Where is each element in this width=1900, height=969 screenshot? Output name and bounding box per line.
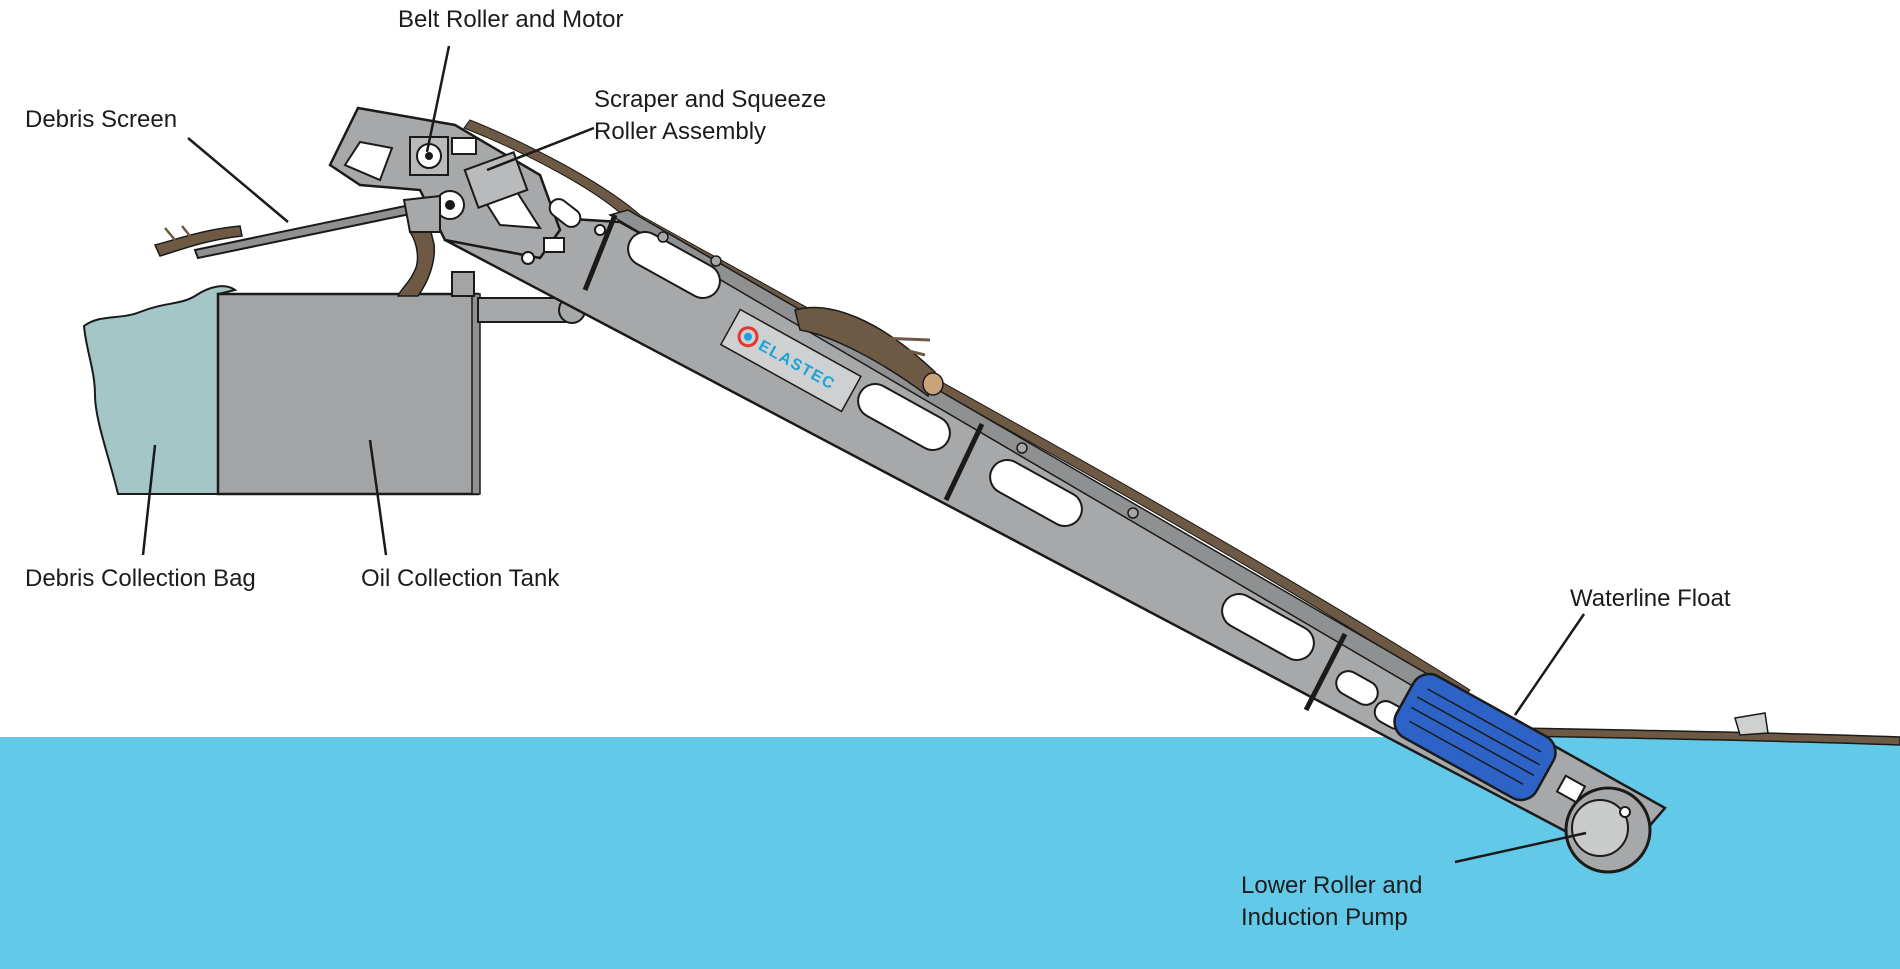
frame-joint [1303,632,1348,712]
float-rib [1416,696,1540,766]
belt-roller-hub [425,152,433,160]
frame-bolt [1127,507,1139,519]
elastec-logo-inner [744,332,753,341]
transfer-pipe [477,297,571,323]
label-waterline-float: Waterline Float [1570,583,1731,615]
scraper-bolt [594,224,606,236]
frame-joint [582,214,618,291]
log-debris [794,306,936,398]
scraper-bolt [521,251,535,265]
frame-bolt [710,255,722,267]
label-debris-collection-bag-text: Debris Collection Bag [25,565,256,592]
floating-debris-line [1514,727,1900,746]
leader-lines [141,45,1587,864]
float-rib [1410,706,1535,776]
label-belt-roller-motor: Belt Roller and Motor [398,4,623,36]
leader-lower-roller [1454,831,1587,864]
frame-slot [1221,593,1315,661]
float-body [1393,672,1557,802]
float-rib [1426,688,1542,753]
label-lower-roller-line1: Lower Roller and [1241,872,1423,899]
elastec-logo-mark [737,326,759,348]
frame-bolt [1016,442,1028,454]
leader-debris-screen [187,137,289,223]
elastec-logo [737,326,759,348]
label-oil-collection-tank-text: Oil Collection Tank [361,565,560,592]
lower-roller-hub [1619,806,1631,818]
frame-bolt [657,231,669,243]
leader-oil-tank [368,439,388,556]
floating-cup [1734,712,1769,736]
label-lower-roller-pump: Lower Roller and Induction Pump [1241,870,1422,934]
stick-branch [164,225,191,241]
label-oil-collection-tank: Oil Collection Tank [361,563,559,595]
label-waterline-float-text: Waterline Float [1570,585,1731,612]
falling-debris [396,227,436,297]
frame-slot [857,383,951,451]
frame-slots [627,231,1409,730]
label-debris-screen-text: Debris Screen [25,106,178,133]
waterline-float [1393,672,1557,802]
tank-inlet [451,271,475,297]
frame-slot [1335,670,1379,706]
lower-roller-inner [1571,799,1629,857]
frame-slot [627,231,721,299]
motor-box [451,137,477,155]
tank-right-wall [471,293,481,495]
stick-debris [153,225,243,257]
scraper-assembly [463,151,529,209]
label-scraper-assembly: Scraper and Squeeze Roller Assembly [594,84,826,148]
label-scraper-line1: Scraper and Squeeze [594,86,827,113]
head-cutout [343,140,394,182]
debris-collection-bag [82,285,238,495]
label-debris-collection-bag: Debris Collection Bag [25,563,256,595]
label-debris-screen: Debris Screen [25,104,177,136]
induction-pump [1555,774,1587,804]
float-rib [1409,720,1524,785]
frame-joints [582,214,1348,712]
label-scraper-line2: Roller Assembly [594,118,767,145]
oil-collection-tank [216,292,480,496]
debris-screen-mount [402,194,441,233]
label-belt-roller-motor-text: Belt Roller and Motor [398,6,624,33]
head-slot [548,198,582,228]
leader-belt-roller [425,45,451,153]
squeeze-roller-hub [445,200,455,210]
leader-waterline-float [1513,613,1586,716]
frame-joint [943,422,985,502]
frame-slot [989,459,1083,527]
label-lower-roller-line2: Induction Pump [1241,904,1408,931]
log-end [922,372,944,396]
conveyor-frame-top [608,209,1457,703]
log-branch [879,336,931,357]
scraper-bracket [543,237,565,253]
leader-scraper [486,126,595,172]
leader-debris-bag [141,444,157,556]
